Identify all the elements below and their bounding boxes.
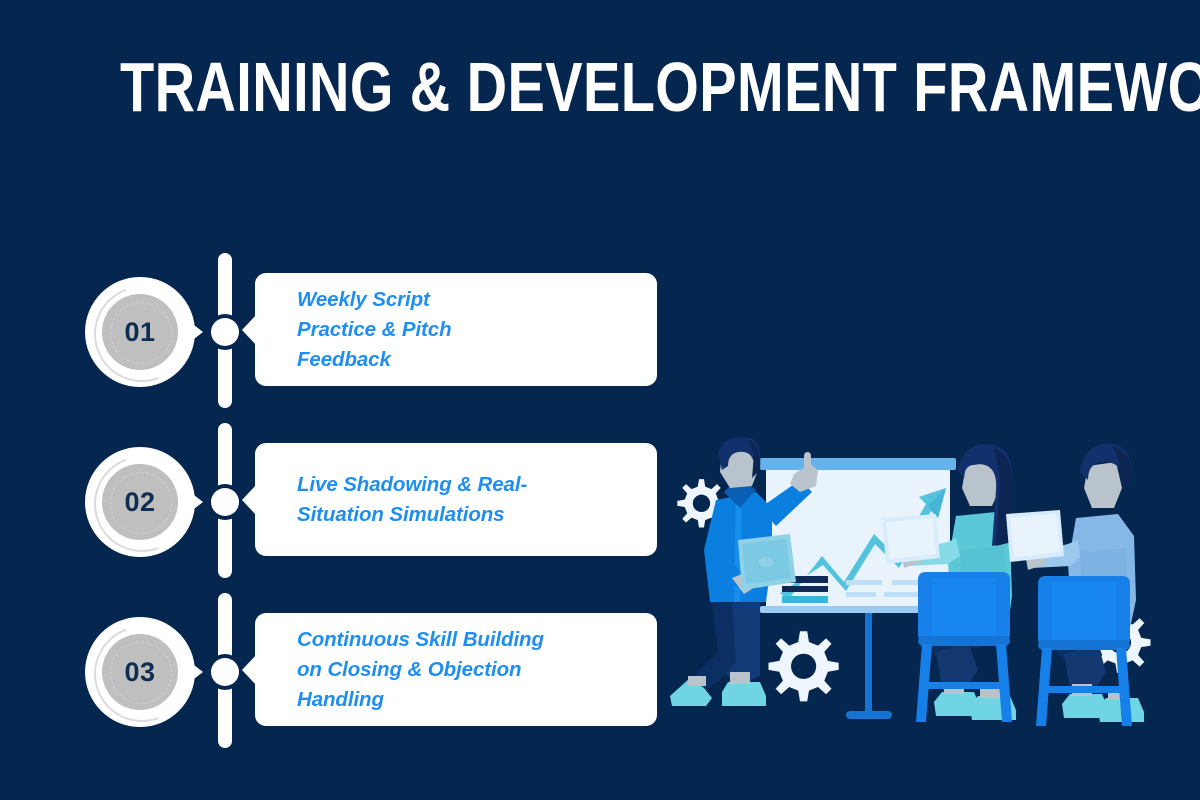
step-card-text: Weekly Script Practice & Pitch Feedback (297, 287, 452, 371)
timeline-node-dot[interactable] (211, 488, 239, 516)
timeline-row: 01 Weekly Script Practice & Pitch Feedba… (0, 245, 700, 415)
timeline-node-dot[interactable] (211, 318, 239, 346)
pointing-hand (790, 452, 818, 492)
step-card[interactable]: Live Shadowing & Real- Situation Simulat… (242, 443, 657, 556)
gear-icon (768, 631, 839, 702)
card-notch-icon (242, 485, 256, 515)
held-paper (882, 514, 940, 564)
badge-inner-ring-decoration (110, 642, 172, 704)
badge-pointer-icon (181, 655, 203, 689)
step-card[interactable]: Continuous Skill Building on Closing & O… (242, 613, 657, 726)
step-number: 02 (124, 486, 156, 517)
step-card[interactable]: Weekly Script Practice & Pitch Feedback (242, 273, 657, 386)
badge-inner-ring-decoration (110, 472, 172, 534)
training-presentation-illustration (660, 430, 1200, 750)
badge-pointer-icon (181, 485, 203, 519)
card-notch-icon (242, 655, 256, 685)
step-number: 01 (124, 316, 156, 347)
page-title: TRAINING & DEVELOPMENT FRAMEWORK (120, 48, 1200, 126)
step-badge[interactable]: 02 (78, 440, 206, 568)
timeline-row: 03 Continuous Skill Building on Closing … (0, 585, 700, 755)
chair (916, 572, 1012, 722)
step-card-text: Continuous Skill Building on Closing & O… (297, 627, 544, 711)
step-number: 03 (124, 656, 156, 687)
held-paper (1006, 510, 1064, 562)
card-notch-icon (242, 315, 256, 345)
presenter-figure (670, 437, 818, 706)
step-card-text: Live Shadowing & Real- Situation Simulat… (297, 472, 528, 526)
timeline-node-dot[interactable] (211, 658, 239, 686)
badge-inner-ring-decoration (110, 302, 172, 364)
step-badge[interactable]: 03 (78, 610, 206, 738)
chair (1036, 576, 1132, 726)
badge-pointer-icon (181, 315, 203, 349)
timeline-row: 02 Live Shadowing & Real- Situation Simu… (0, 415, 700, 585)
step-badge[interactable]: 01 (78, 270, 206, 398)
laptop (738, 534, 796, 590)
